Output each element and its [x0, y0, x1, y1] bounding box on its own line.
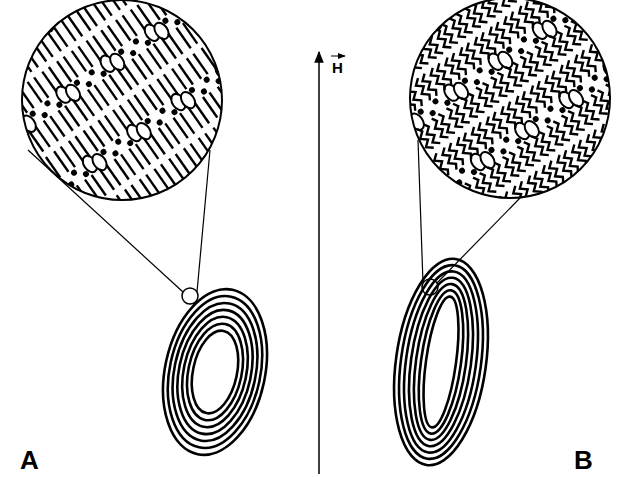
zoom-line [28, 150, 183, 292]
lamella [394, 267, 489, 458]
lamella [382, 253, 500, 472]
lamella [173, 311, 258, 434]
magnifier-circle [410, 0, 610, 198]
bilayer-inset [294, 0, 631, 327]
multilamellar-vesicle [149, 279, 282, 464]
vector-arrow [331, 56, 345, 57]
panel-letter: B [574, 447, 593, 473]
multilamellar-vesicle [382, 253, 500, 472]
field-arrow [318, 52, 320, 474]
lamella [161, 295, 270, 449]
lamella [411, 288, 471, 437]
field-symbol: H [332, 60, 343, 75]
zoom-spot [182, 288, 198, 304]
lamella [149, 279, 282, 464]
bilayer-inset [0, 0, 345, 329]
zoom-line [418, 140, 423, 283]
panel-letter: A [20, 447, 39, 473]
lamella [417, 295, 465, 430]
magnifier-circle [22, 0, 222, 200]
zoom-line [197, 150, 210, 292]
lamella [388, 260, 494, 465]
